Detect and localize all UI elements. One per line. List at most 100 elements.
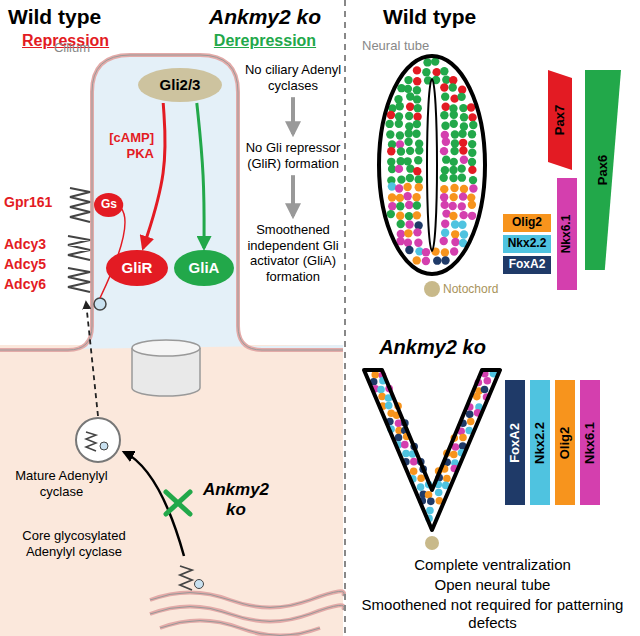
vesicle-domain <box>100 442 108 450</box>
protein-ellipse: Gli2/3 <box>138 68 222 102</box>
cell-dot <box>484 377 492 385</box>
cell-dot <box>457 93 465 101</box>
cell-dot <box>458 221 466 229</box>
node-text: Pax6 <box>596 155 610 185</box>
cell-dot <box>468 140 476 148</box>
cell-dot <box>413 86 421 94</box>
panel-title: Ankmy2 ko <box>375 335 490 359</box>
consequence-arrow <box>291 175 295 216</box>
cell-dot <box>413 95 421 103</box>
cell-dot <box>432 68 440 76</box>
node-text: Nkx2.2 <box>508 237 547 250</box>
node-text: GliA <box>189 260 220 277</box>
node-text: Nkx6.1 <box>583 422 597 464</box>
cell-dot <box>406 147 414 155</box>
neural-tube-lumen <box>427 79 437 251</box>
cell-dot <box>396 202 404 210</box>
cell-dot <box>451 130 459 138</box>
cell-dot <box>387 147 395 155</box>
cell-dot <box>425 491 433 499</box>
node-text: Olig2 <box>512 216 542 229</box>
cell-dot <box>450 451 458 459</box>
cell-dot <box>426 507 434 515</box>
protein-label: Adcy6 <box>4 276 62 293</box>
consequence-note: No Gli repressor (GliR) formation <box>244 140 342 171</box>
panel-divider <box>344 0 346 636</box>
node-text: Gs <box>101 198 117 211</box>
cell-dot <box>469 121 477 129</box>
cell-dot <box>450 94 458 102</box>
cell-dot <box>413 120 421 128</box>
cell-dot <box>440 147 448 155</box>
er-edge <box>150 591 344 635</box>
cell-dot <box>412 130 420 138</box>
cell-dot <box>397 175 405 183</box>
node-text: GliR <box>122 260 153 277</box>
cell-dot <box>440 111 448 119</box>
state-heading: Derepression <box>195 31 335 50</box>
cell-dot <box>450 147 458 155</box>
marker-bar: Nkx6.1 <box>557 178 577 290</box>
cell-dot <box>441 220 449 228</box>
node-text: FoxA2 <box>508 423 522 463</box>
cell-dot <box>433 256 441 264</box>
cell-dot <box>388 202 396 210</box>
structure-label: Cilium <box>36 40 90 56</box>
cell-dot <box>404 85 412 93</box>
cell-dot <box>459 192 467 200</box>
cell-dot <box>467 103 475 111</box>
cell-dot <box>413 113 421 121</box>
cell-dot <box>395 165 403 173</box>
cell-dot <box>460 113 468 121</box>
cell-dot <box>413 211 421 219</box>
cell-dot <box>460 185 468 193</box>
cell-dot <box>406 102 414 110</box>
cell-dot <box>405 122 413 130</box>
panel-title: Wild type <box>383 4 513 29</box>
cell-dot <box>413 167 421 175</box>
cell-dot <box>417 483 425 491</box>
cell-dot <box>414 239 422 247</box>
cell-dot <box>396 212 404 220</box>
cell-dot <box>397 147 405 155</box>
cell-dots <box>385 57 477 265</box>
structure-label: Notochord <box>443 282 523 296</box>
edge-label: [cAMP] PKA <box>94 130 154 161</box>
panel-title: Ankmy2 ko <box>190 4 340 29</box>
marker-bar: Pax6 <box>585 70 621 270</box>
cell-dot <box>387 111 395 119</box>
cell-dot <box>450 158 458 166</box>
cell-dot <box>401 441 409 449</box>
node-text: FoxA2 <box>509 258 546 271</box>
cell-dot <box>440 67 448 75</box>
cell-dot <box>450 184 458 192</box>
marker-bar: FoxA2 <box>503 256 551 274</box>
cell-dot <box>414 104 422 112</box>
cell-dot <box>459 434 467 442</box>
cyclase-domain <box>94 298 106 310</box>
cell-dot <box>405 220 413 228</box>
cell-dot <box>458 202 466 210</box>
cell-dot <box>449 76 457 84</box>
cell-dot <box>450 247 458 255</box>
summary-note: Open neural tube <box>350 576 635 594</box>
cell-dot <box>451 230 459 238</box>
cell-dot <box>441 229 449 237</box>
cell-dot <box>415 146 423 154</box>
cell-dot <box>449 193 457 201</box>
cell-dot <box>469 176 477 184</box>
cell-dot <box>413 228 421 236</box>
cell-dot <box>427 498 435 506</box>
notochord <box>425 536 439 550</box>
structure-label: Neural tube <box>362 38 462 54</box>
cell-dot <box>394 95 402 103</box>
cell-dot <box>415 183 423 191</box>
cilium-fill <box>0 55 343 350</box>
cell-dot <box>439 174 447 182</box>
summary-note: Smoothened not required for patterning d… <box>350 596 635 632</box>
cell-dot <box>388 193 396 201</box>
cell-dot <box>414 156 422 164</box>
cell-dot <box>460 122 468 130</box>
cell-dot <box>441 166 449 174</box>
cell-dot <box>468 166 476 174</box>
